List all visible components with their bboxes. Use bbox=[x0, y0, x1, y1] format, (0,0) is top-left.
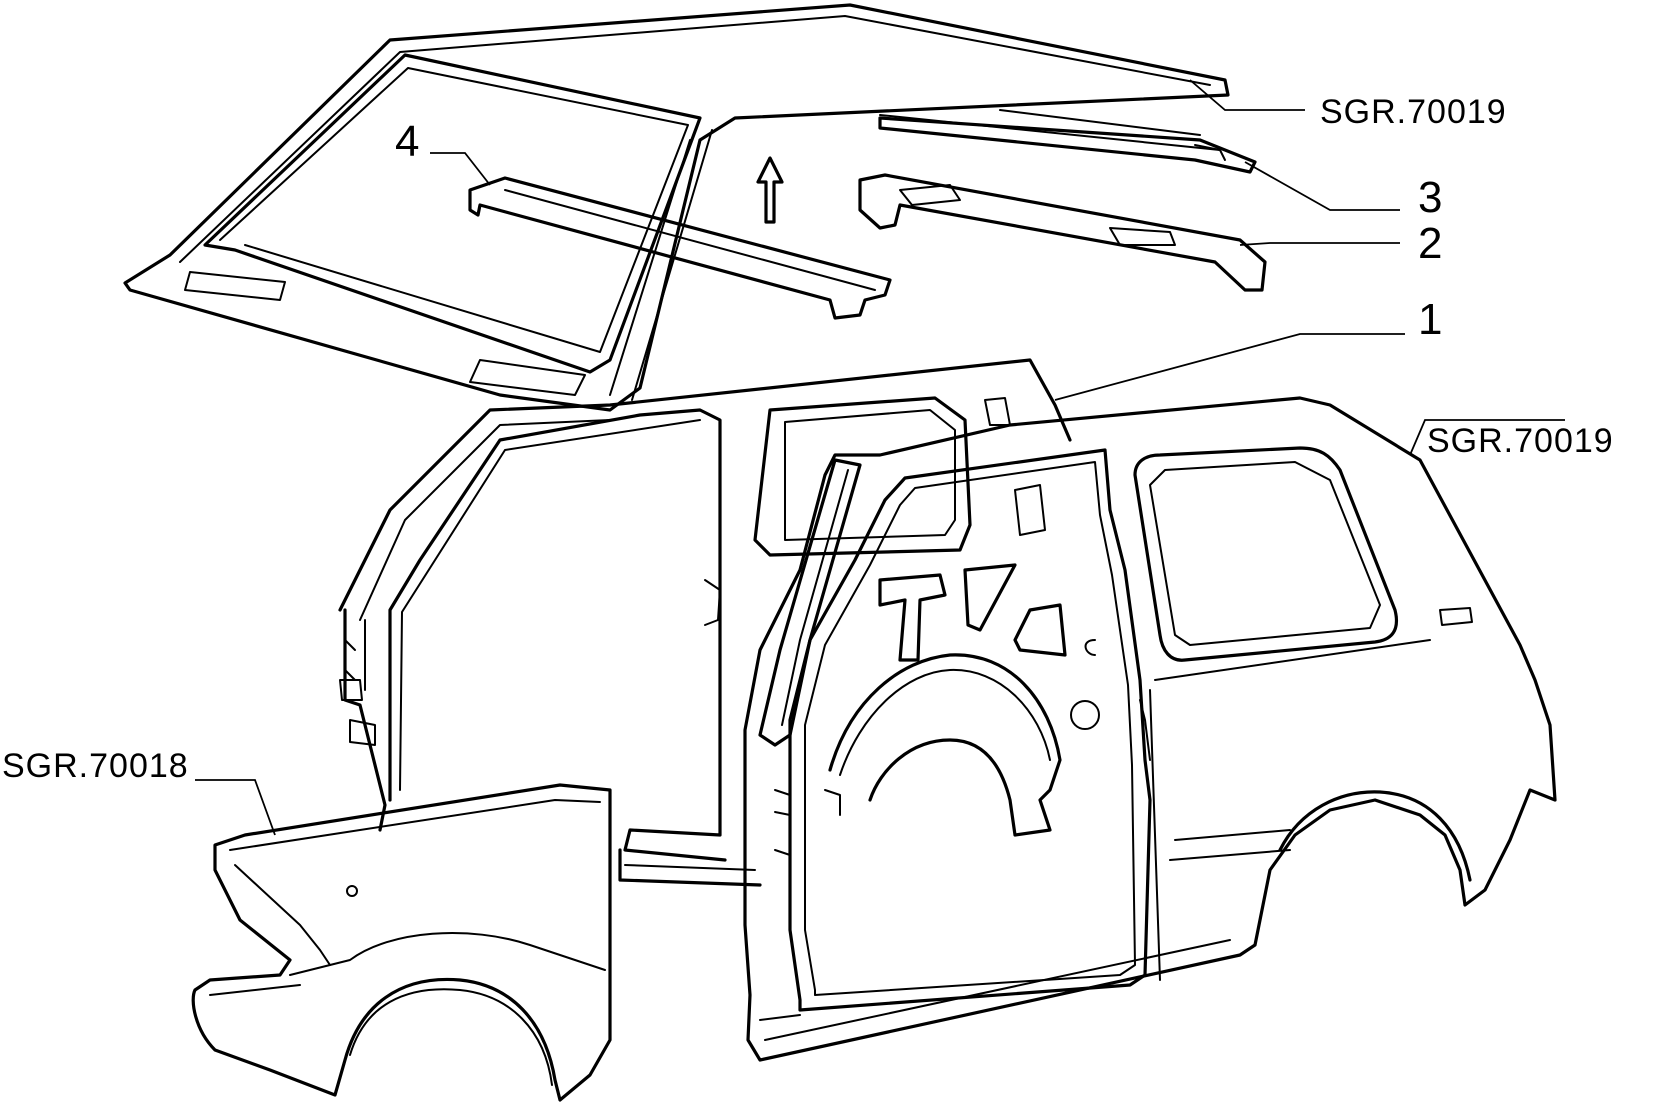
leader-lines bbox=[195, 79, 1565, 836]
part-3-roof-rail bbox=[878, 116, 1257, 174]
leader-ref-roof bbox=[1189, 79, 1305, 111]
callout-labels: SGR.70019 SGR.70019 SGR.70018 1 2 3 4 bbox=[2, 93, 1614, 785]
label-ref-side: SGR.70019 bbox=[1427, 422, 1614, 460]
outer-body-side bbox=[743, 396, 1557, 1062]
roof-panel bbox=[123, 3, 1230, 412]
part-2-rear-header bbox=[858, 173, 1267, 292]
label-ref-roof: SGR.70019 bbox=[1320, 93, 1507, 131]
leader-part-3 bbox=[1244, 161, 1400, 211]
leader-ref-side bbox=[1409, 419, 1565, 456]
leader-ref-fender bbox=[195, 779, 276, 836]
label-part-3: 3 bbox=[1418, 173, 1442, 222]
leader-part-1 bbox=[1054, 333, 1405, 401]
part-1-inner-body-side bbox=[338, 358, 1072, 887]
part-4-roof-bow bbox=[468, 176, 892, 320]
leader-part-4 bbox=[430, 152, 491, 186]
label-part-1: 1 bbox=[1418, 295, 1442, 344]
label-part-2: 2 bbox=[1418, 219, 1442, 268]
leader-part-2 bbox=[1239, 242, 1400, 246]
front-fender bbox=[191, 783, 612, 1102]
label-part-4: 4 bbox=[395, 117, 419, 166]
label-ref-fender: SGR.70018 bbox=[2, 747, 189, 785]
